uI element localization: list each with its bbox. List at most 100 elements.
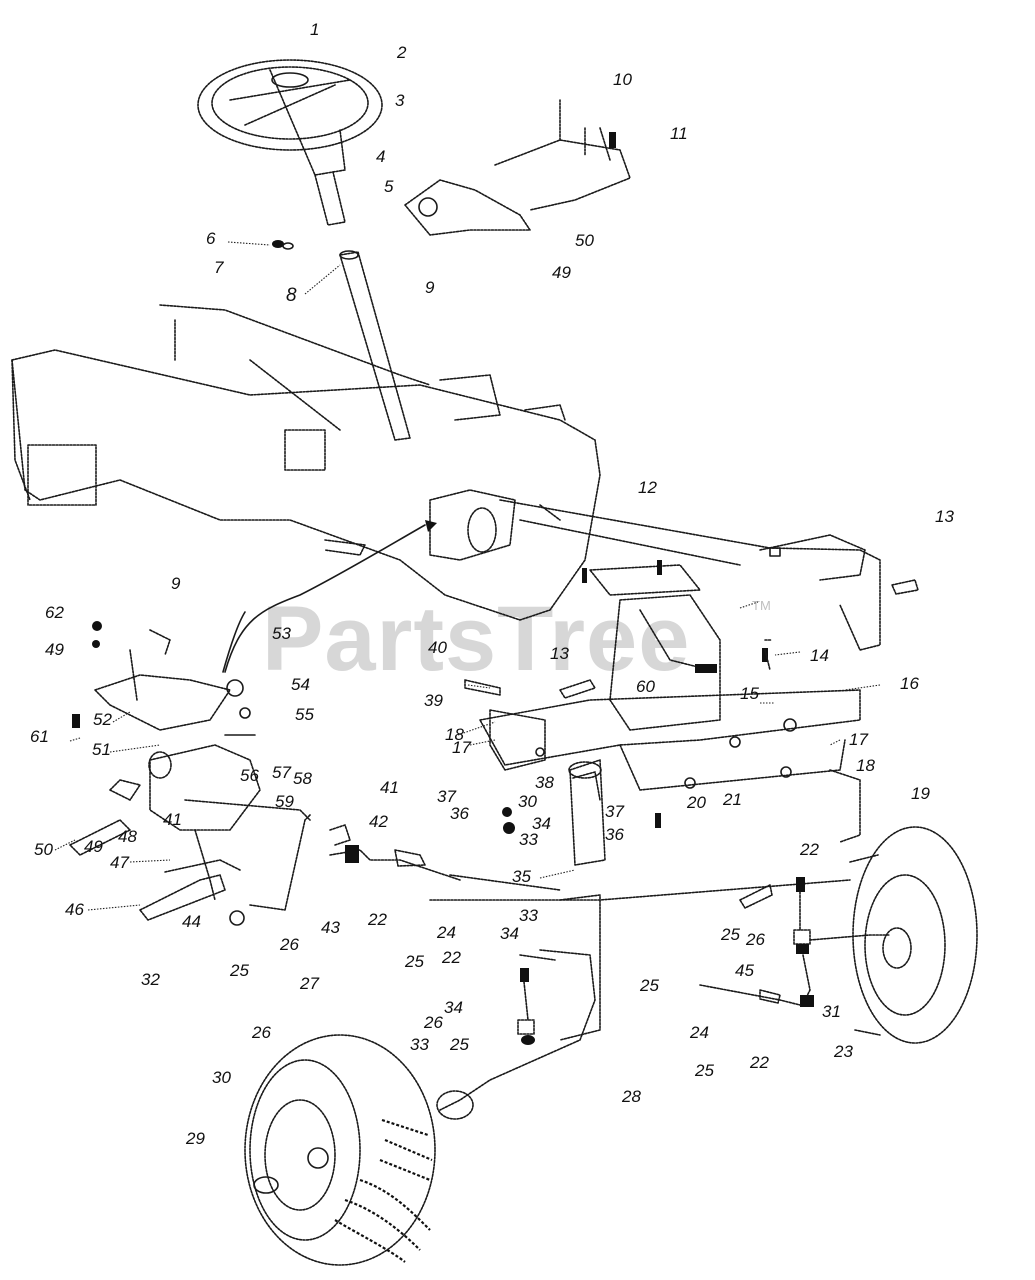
part-label: 36 <box>450 804 469 823</box>
tractor-body <box>11 304 601 621</box>
drag-link <box>329 824 561 891</box>
part-label: 59 <box>275 792 294 811</box>
part-label: 49 <box>84 837 103 856</box>
part-label: 26 <box>745 930 765 949</box>
cable <box>224 524 426 673</box>
part-label: 3 <box>395 91 405 110</box>
steering-wheel <box>197 59 383 176</box>
dash-bracket <box>404 99 631 236</box>
part-label: 40 <box>428 638 447 657</box>
part-label: 33 <box>410 1035 429 1054</box>
part-label: 34 <box>444 998 463 1017</box>
part-label: 34 <box>500 924 519 943</box>
part-label: 47 <box>110 853 129 872</box>
part-label: 15 <box>740 684 759 703</box>
part-label: 56 <box>240 766 259 785</box>
part-label: 36 <box>605 825 624 844</box>
watermark-text: PartsTree <box>262 588 690 690</box>
part-label: 23 <box>833 1042 853 1061</box>
part-label: 50 <box>575 231 594 250</box>
left-spindle <box>436 949 596 1120</box>
part-label: 28 <box>621 1087 641 1106</box>
part-label: 27 <box>299 974 319 993</box>
part-label: 26 <box>251 1023 271 1042</box>
part-label: 9 <box>171 574 181 593</box>
part-label: 24 <box>436 923 456 942</box>
part-label: 17 <box>452 738 471 757</box>
part-label: 29 <box>185 1129 205 1148</box>
part-label: 6 <box>206 229 216 248</box>
part-label: 62 <box>45 603 64 622</box>
steering-gear <box>72 621 311 831</box>
left-wheel <box>244 1034 436 1266</box>
part-label: 25 <box>720 925 740 944</box>
part-label: 25 <box>404 952 424 971</box>
part-label: 22 <box>367 910 387 929</box>
part-label: 52 <box>93 710 112 729</box>
part-label: 12 <box>638 478 657 497</box>
part-label: 18 <box>856 756 875 775</box>
part-label: 14 <box>810 646 829 665</box>
part-label: 25 <box>229 961 249 980</box>
part-label: 10 <box>613 70 632 89</box>
steering-shaft <box>314 171 411 441</box>
part-label: 34 <box>532 814 551 833</box>
part-label: 38 <box>535 773 554 792</box>
part-label: 11 <box>670 124 688 143</box>
part-label: 22 <box>749 1053 769 1072</box>
part-label: 48 <box>118 827 137 846</box>
part-label: 55 <box>295 705 314 724</box>
part-label: 33 <box>519 906 538 925</box>
part-label: 20 <box>686 793 706 812</box>
part-label: 44 <box>182 912 201 931</box>
part-label: 60 <box>636 677 655 696</box>
part-label: 22 <box>799 840 819 859</box>
part-label: 21 <box>722 790 742 809</box>
part-label: 26 <box>279 935 299 954</box>
part-label: 50 <box>34 840 53 859</box>
part-label: 49 <box>45 640 64 659</box>
part-label: 39 <box>424 691 443 710</box>
hardware-6-7 <box>272 240 294 250</box>
part-label: 33 <box>519 830 538 849</box>
part-label: 41 <box>163 810 182 829</box>
part-label: 24 <box>689 1023 709 1042</box>
right-spindle <box>699 877 891 1007</box>
part-label: 7 <box>214 258 224 277</box>
part-label: 31 <box>822 1002 841 1021</box>
steering-lower-shaft <box>69 734 311 926</box>
part-label: 13 <box>935 507 954 526</box>
part-label: 9 <box>425 278 435 297</box>
frame-rail <box>499 499 919 662</box>
part-label: 17 <box>849 730 868 749</box>
part-label: 2 <box>396 43 407 62</box>
part-label: 19 <box>911 784 930 803</box>
watermark-trademark: TM <box>752 598 771 613</box>
part-label: 1 <box>310 20 319 39</box>
part-label: 41 <box>380 778 399 797</box>
part-number-labels: 1 2 3 10 11 4 5 6 7 8 9 50 49 12 13 9 62… <box>30 20 954 1148</box>
leader-lines <box>54 241 881 911</box>
part-label: 51 <box>92 740 111 759</box>
part-label: 58 <box>293 769 312 788</box>
center-post <box>429 759 851 1041</box>
part-label: 30 <box>212 1068 231 1087</box>
part-label: 57 <box>272 763 291 782</box>
part-label: 61 <box>30 727 49 746</box>
part-label: 25 <box>694 1061 714 1080</box>
part-label: 8 <box>286 285 297 306</box>
part-label: 5 <box>384 177 394 196</box>
part-label: 37 <box>605 802 624 821</box>
part-label: 16 <box>900 674 919 693</box>
right-wheel <box>849 826 978 1044</box>
part-label: 26 <box>423 1013 443 1032</box>
part-label: 54 <box>291 675 310 694</box>
pedestal-hardware <box>464 639 773 834</box>
part-label: 32 <box>141 970 160 989</box>
part-label: 42 <box>369 812 388 831</box>
part-label: 43 <box>321 918 340 937</box>
part-label: 30 <box>518 792 537 811</box>
part-label: 18 <box>445 725 464 744</box>
part-label: 25 <box>639 976 659 995</box>
